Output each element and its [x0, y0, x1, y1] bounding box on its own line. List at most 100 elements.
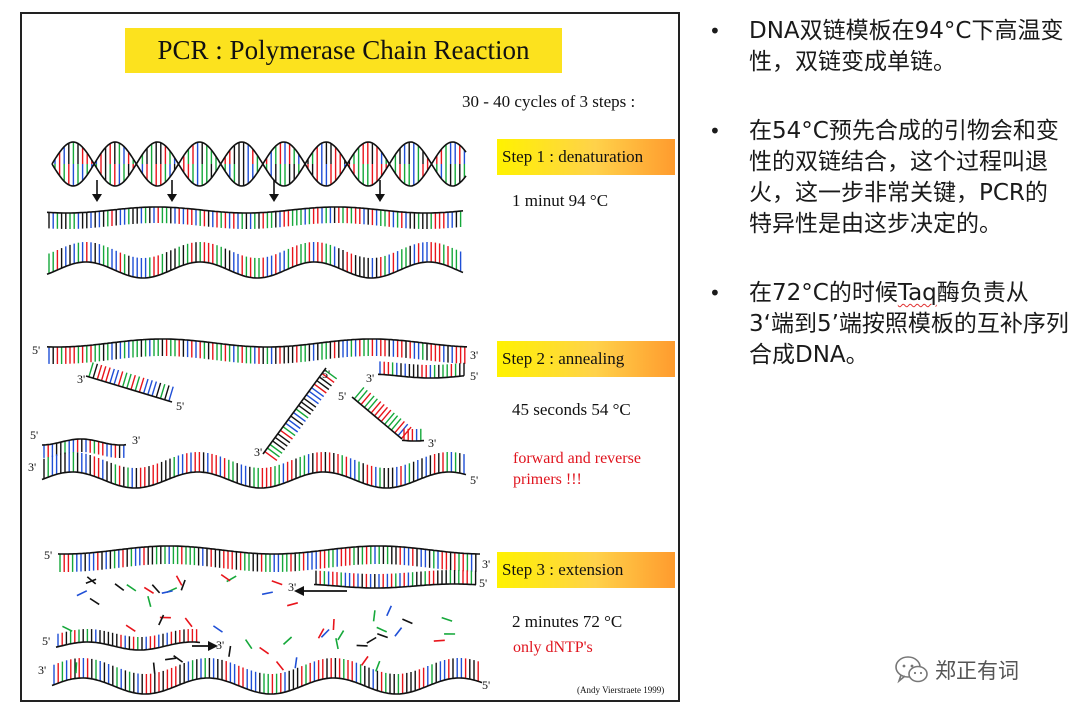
backbone: [377, 373, 465, 379]
base-tick: [117, 371, 124, 387]
bullet-item: • DNA双链模板在94°C下高温变性，双链变成单链。: [705, 16, 1070, 78]
base-tick: [292, 411, 306, 422]
dntp-mark: [62, 625, 73, 632]
arrow-head: [375, 194, 385, 202]
dntp-mark: [433, 639, 445, 642]
dntp-mark: [89, 597, 100, 606]
dntp-mark: [332, 618, 335, 631]
dntp-mark: [158, 614, 165, 626]
base-tick: [303, 397, 317, 408]
dntp-mark: [320, 628, 330, 638]
base-tick: [311, 387, 325, 398]
base-tick: [92, 363, 99, 379]
dntp-mark: [376, 626, 388, 633]
arrow-head: [269, 194, 279, 202]
bullet-item: • 在54°C预先合成的引物会和变性的双链结合，这个过程叫退火，这一步非常关键，…: [705, 116, 1070, 240]
bullet-text-post: 酶负责从3‘端到5’端按照模板的互补序列合成DNA。: [749, 280, 1069, 368]
bullet-dot: •: [709, 19, 721, 43]
base-tick: [264, 451, 278, 461]
dntp-mark: [175, 575, 183, 586]
dntp-mark: [259, 646, 270, 655]
bullet-list: • DNA双链模板在94°C下高温变性，双链变成单链。 • 在54°C预先合成的…: [705, 16, 1070, 409]
dntp-mark: [402, 618, 413, 625]
backbone: [46, 338, 467, 348]
base-tick: [298, 404, 312, 415]
base-tick: [279, 429, 293, 440]
free-primer-a: [262, 367, 338, 461]
base-tick: [96, 364, 103, 380]
dntp-mark: [147, 595, 152, 608]
strand-end-label: 3': [132, 433, 141, 447]
strand-end-label: 3': [28, 460, 37, 474]
base-tick: [274, 436, 288, 447]
watermark-text: 郑正有词: [935, 659, 1019, 683]
base-tick: [151, 381, 158, 397]
base-tick: [377, 406, 389, 420]
dntp-mark: [164, 657, 177, 661]
base-tick: [155, 382, 162, 398]
base-tick: [121, 372, 128, 388]
strand-end-label: 3': [482, 557, 491, 571]
backbone: [41, 471, 467, 489]
backbone: [262, 367, 327, 455]
base-tick: [387, 415, 399, 428]
strand-end-label: 5': [30, 428, 39, 442]
base-tick: [269, 443, 283, 454]
dntp-mark: [75, 662, 78, 674]
dntp-mark: [76, 590, 88, 597]
base-tick: [164, 385, 170, 401]
dntp-mark: [261, 591, 273, 596]
base-tick: [321, 372, 335, 383]
base-tick: [295, 408, 309, 419]
slide-title: PCR : Polymerase Chain Reaction: [125, 28, 562, 73]
dntp-mark: [86, 576, 97, 585]
step-3-label: Step 3 : extension: [497, 552, 675, 588]
base-tick: [88, 362, 94, 378]
dntp-mark: [375, 660, 381, 672]
bullet-item: • 在72°C的时候Taq酶负责从3‘端到5’端按照模板的互补序列合成DNA。: [705, 278, 1070, 371]
base-tick: [324, 369, 338, 380]
pcr-slide: PCR : Polymerase Chain Reaction 30 - 40 …: [20, 12, 680, 702]
dntp-mark: [226, 575, 237, 583]
single-strand-top: [46, 206, 464, 229]
base-tick: [134, 376, 141, 392]
double-helix: [51, 141, 467, 187]
base-tick: [373, 403, 385, 417]
backbone: [55, 641, 201, 651]
base-tick: [285, 422, 299, 433]
dntp-mark: [244, 639, 253, 650]
base-tick: [159, 383, 166, 399]
base-tick: [105, 367, 111, 383]
base-tick: [367, 398, 378, 411]
strand-end-label: 3': [366, 371, 375, 385]
backbone: [57, 545, 480, 555]
backbone: [313, 583, 477, 589]
strand-end-label: 3': [38, 663, 47, 677]
strand-end-label: 3': [428, 436, 437, 450]
base-tick: [313, 383, 327, 394]
watermark: 郑正有词: [895, 655, 1019, 685]
template-strand-bottom: [51, 658, 483, 695]
dntp-mark: [220, 573, 231, 582]
bullet-text: 在54°C预先合成的引物会和变性的双链结合，这个过程叫退火，这一步非常关键，PC…: [749, 118, 1059, 237]
strand-end-label: 5': [338, 389, 347, 403]
base-tick: [300, 401, 314, 412]
base-tick: [353, 386, 365, 400]
bullet-dot: •: [709, 281, 721, 305]
base-tick: [318, 376, 332, 387]
base-tick: [100, 366, 107, 381]
dntp-mark: [286, 602, 299, 607]
strand-end-label: 3': [254, 445, 263, 459]
base-tick: [384, 412, 395, 425]
base-tick: [390, 418, 402, 431]
dntp-mark: [282, 636, 293, 645]
backbone: [401, 439, 425, 442]
strand-end-label: 5': [470, 369, 479, 383]
dntp-mark: [85, 578, 97, 585]
base-tick: [290, 415, 304, 426]
dntp-mark: [173, 655, 184, 663]
dntp-mark: [386, 605, 393, 617]
dntp-mark: [372, 610, 376, 622]
base-tick: [147, 380, 153, 395]
backbone: [51, 677, 483, 695]
